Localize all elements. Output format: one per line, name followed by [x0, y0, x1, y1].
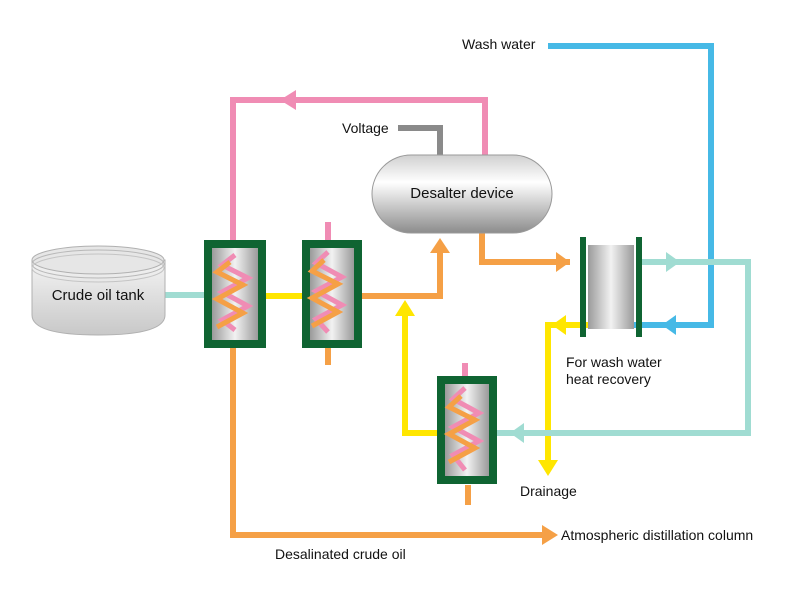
- pipe-yellow-loop: [402, 315, 448, 436]
- arrow-right-teal: [666, 252, 680, 272]
- heat-exchanger-1: [204, 240, 266, 348]
- pipe-brine-teal: [495, 259, 751, 436]
- desalter-vessel: [371, 154, 553, 234]
- pipe-product: [230, 335, 545, 538]
- label-desalter: Desalter device: [410, 185, 513, 202]
- label-atmospheric-column: Atmospheric distillation column: [561, 527, 753, 543]
- arrow-left-teal: [510, 423, 524, 443]
- pipe-voltage: [398, 125, 443, 155]
- heat-exchanger-2: [302, 240, 362, 348]
- arrow-down-yellow: [538, 460, 558, 476]
- arrow-right-orange: [556, 252, 570, 272]
- label-wash-recovery-1: For wash water: [566, 354, 662, 370]
- arrow-left-pink: [280, 90, 296, 110]
- label-wash-water: Wash water: [462, 36, 536, 52]
- label-crude-tank: Crude oil tank: [52, 287, 145, 304]
- arrow-up-orange: [430, 238, 450, 253]
- label-voltage: Voltage: [342, 120, 389, 136]
- arrow-right-orange-product: [542, 525, 558, 545]
- wash-water-recovery-exchanger: [580, 237, 642, 337]
- pipe-crude-orange-to-desalter: [350, 245, 443, 299]
- arrows: [280, 90, 680, 545]
- heat-exchanger-3: [437, 376, 497, 484]
- pipe-desalter-to-recovery: [479, 230, 570, 265]
- label-desalinated-crude: Desalinated crude oil: [275, 546, 406, 562]
- label-drainage: Drainage: [520, 483, 577, 499]
- arrow-left-yellow: [552, 315, 566, 335]
- label-wash-recovery-2: heat recovery: [566, 371, 651, 387]
- arrow-up-yellow-1: [395, 300, 415, 316]
- arrow-left-cyan: [662, 315, 676, 335]
- crude-oil-tank: [31, 245, 166, 336]
- pipe-desalter-overhead: [230, 97, 488, 255]
